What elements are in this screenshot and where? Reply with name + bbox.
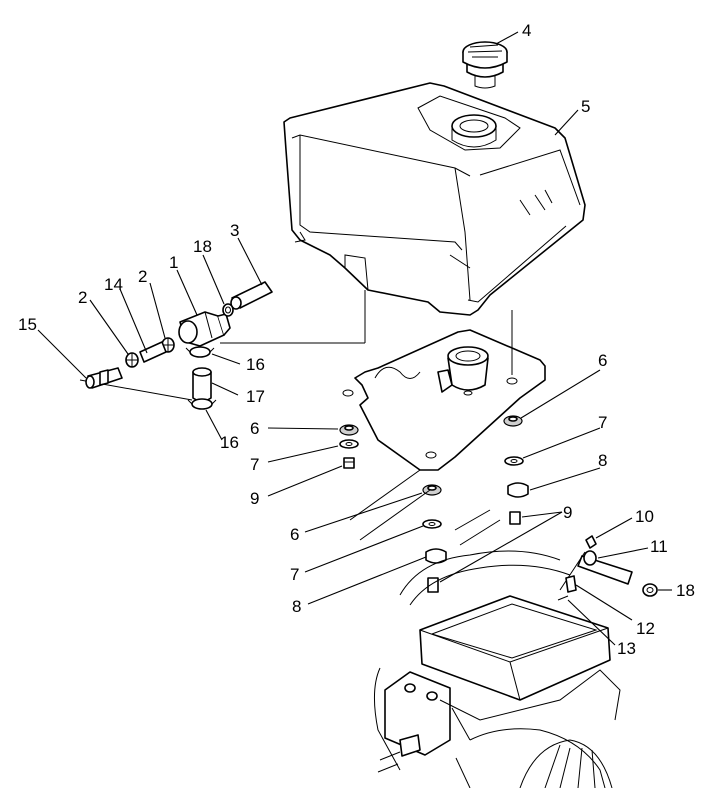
washer-7-left: [339, 439, 359, 449]
fuel-tank: [283, 82, 586, 316]
clamp-16-upper: [185, 346, 215, 358]
grommet-6-left: [339, 424, 359, 436]
callout-7-right: 7: [598, 413, 607, 432]
callout-6-center: 6: [290, 525, 299, 544]
callout-9-left: 9: [250, 489, 259, 508]
screw-10: [585, 535, 597, 549]
fuel-cap: [462, 41, 508, 89]
fitting-12: [565, 575, 577, 593]
tee-fitting-15: [85, 367, 123, 389]
alignment-lines: [79, 290, 513, 401]
callout-1: 1: [169, 253, 178, 272]
callout-6-right: 6: [598, 351, 607, 370]
callout-15: 15: [18, 315, 37, 334]
washer-7-right: [504, 456, 524, 466]
fuel-filter: [178, 311, 231, 347]
engine: [374, 595, 621, 788]
clamp-11: [583, 550, 597, 566]
callout-6-left: 6: [250, 419, 259, 438]
callout-12: 12: [636, 619, 655, 638]
leader-lines: [37, 31, 672, 646]
clamp-2-left: [125, 352, 139, 368]
bolt-9-left: [343, 457, 355, 469]
bolt-9-right: [509, 511, 521, 525]
clip-8-right: [507, 482, 529, 498]
clamp-18-upper: [222, 303, 234, 317]
callout-9-right: 9: [563, 503, 572, 522]
callout-18-upper: 18: [193, 237, 212, 256]
hose-3: [230, 281, 273, 310]
callout-16-lower: 16: [220, 433, 239, 452]
callout-16-upper: 16: [246, 355, 265, 374]
hose-17: [192, 367, 212, 402]
callout-13: 13: [617, 639, 636, 658]
callout-18-lower: 18: [676, 581, 695, 600]
grommet-6-right: [503, 415, 523, 427]
callout-14: 14: [104, 275, 123, 294]
mounting-plate: [342, 329, 546, 471]
hidden-lines: [349, 469, 571, 606]
callout-2-left: 2: [78, 288, 87, 307]
callout-17: 17: [246, 387, 265, 406]
line-13: [557, 595, 569, 601]
callout-11: 11: [650, 537, 668, 556]
callout-7-left: 7: [250, 455, 259, 474]
washer-7-center: [422, 519, 442, 529]
grommet-6-center: [422, 484, 442, 496]
clamp-18-lower: [642, 583, 658, 597]
callout-2-right: 2: [138, 267, 147, 286]
callout-4: 4: [522, 21, 531, 40]
callout-8-right: 8: [598, 451, 607, 470]
callout-labels: 4 5 3 18 1 2 14 2 15 16 17 16 6 7 9 6 7 …: [18, 21, 695, 658]
callout-3: 3: [230, 221, 239, 240]
callout-8-center: 8: [292, 597, 301, 616]
callout-10: 10: [635, 507, 654, 526]
callout-5: 5: [581, 97, 590, 116]
hose-14: [139, 341, 167, 363]
clamp-16-lower: [187, 398, 217, 410]
callout-7-center: 7: [290, 565, 299, 584]
